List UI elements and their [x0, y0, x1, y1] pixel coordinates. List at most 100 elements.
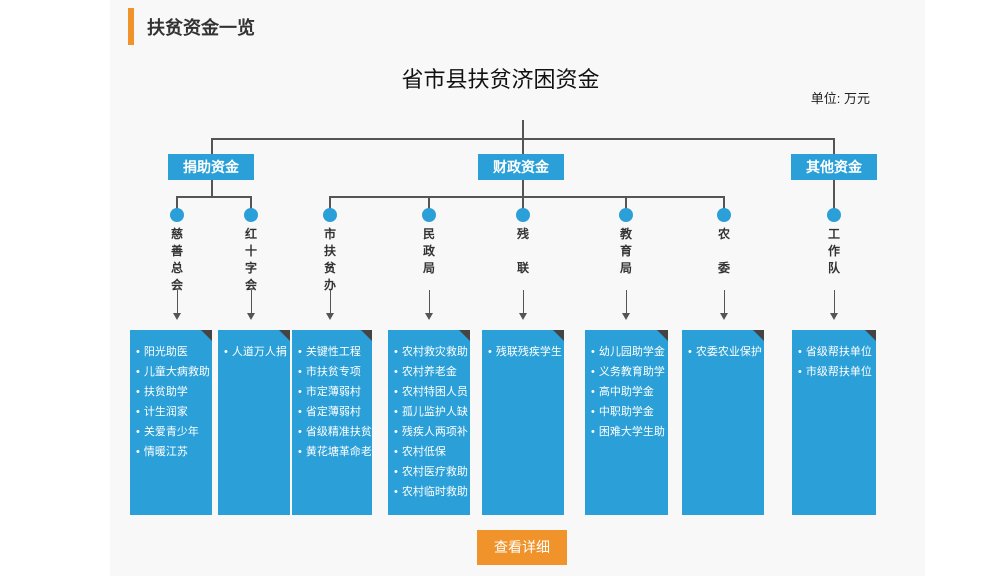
arrow-line: [626, 290, 627, 314]
header-accent-bar: [128, 8, 134, 45]
fund-list-box: 阳光助医儿童大病救助扶贫助学计生润家关爱青少年情暖江苏: [130, 330, 212, 515]
source-drop-line: [428, 196, 430, 210]
source-dot: [619, 208, 633, 222]
fund-list-box: 农委农业保护: [682, 330, 764, 515]
source-dot: [827, 208, 841, 222]
fund-list-box: 人道万人捐: [218, 330, 290, 515]
drop-fiscal: [522, 138, 524, 154]
arrow-line: [177, 290, 178, 314]
category-donation: 捐助资金: [168, 154, 254, 180]
arrow-head: [622, 313, 630, 320]
source-name: 工作队: [827, 227, 840, 275]
stem-fiscal: [522, 180, 524, 197]
fund-item: 农村救灾救助: [394, 342, 470, 362]
fund-item: 关键性工程: [298, 342, 372, 362]
source-dot: [717, 208, 731, 222]
fund-item: 幼儿园助学金: [591, 342, 668, 362]
fund-item: 困难大学生助: [591, 422, 668, 442]
corner-fold: [459, 330, 470, 341]
source-dot: [170, 208, 184, 222]
source-drop-line: [625, 196, 627, 210]
fund-item: 省定薄弱村: [298, 402, 372, 422]
fund-item: 市级帮扶单位: [798, 362, 876, 382]
source-drop-line: [176, 196, 178, 210]
fund-item: 省级精准扶贫: [298, 422, 372, 442]
fund-item: 扶贫助学: [136, 382, 212, 402]
source-drop-line: [833, 196, 835, 210]
source-name: 民政局: [422, 227, 435, 275]
fund-item: 市扶贫专项: [298, 362, 372, 382]
corner-fold: [361, 330, 372, 341]
arrow-head: [326, 313, 334, 320]
fund-list-box: 关键性工程市扶贫专项市定薄弱村省定薄弱村省级精准扶贫黄花塘革命老: [292, 330, 372, 515]
fund-item: 阳光助医: [136, 342, 212, 362]
fund-item: 关爱青少年: [136, 422, 212, 442]
fund-item: 残疾人两项补: [394, 422, 470, 442]
corner-fold: [553, 330, 564, 341]
source-name: 农 委: [717, 227, 730, 275]
fund-item: 农村低保: [394, 442, 470, 462]
arrow-head: [173, 313, 181, 320]
fund-item: 黄花塘革命老: [298, 442, 372, 462]
view-details-button[interactable]: 查看详细: [477, 530, 567, 565]
corner-fold: [279, 330, 290, 341]
corner-fold: [657, 330, 668, 341]
fund-item: 义务教育助学: [591, 362, 668, 382]
source-name: 慈善总会: [170, 227, 183, 292]
fund-item: 儿童大病救助: [136, 362, 212, 382]
fund-item: 计生润家: [136, 402, 212, 422]
fund-list-box: 省级帮扶单位市级帮扶单位: [792, 330, 876, 515]
arrow-head: [720, 313, 728, 320]
drop-donation: [211, 138, 213, 154]
arrow-line: [251, 290, 252, 314]
source-name: 红十字会: [244, 227, 257, 292]
corner-fold: [201, 330, 212, 341]
fund-item: 农委农业保护: [688, 342, 764, 362]
fund-item: 残联残疾学生: [488, 342, 564, 362]
fund-item: 农村养老金: [394, 362, 470, 382]
fund-item: 农村临时救助: [394, 482, 470, 502]
arrow-head: [247, 313, 255, 320]
fund-item: 省级帮扶单位: [798, 342, 876, 362]
source-drop-line: [723, 196, 725, 210]
fund-item: 孤儿监护人缺: [394, 402, 470, 422]
unit-label: 单位: 万元: [810, 91, 870, 106]
source-dot: [516, 208, 530, 222]
fund-item: 农村特困人员: [394, 382, 470, 402]
category-other: 其他资金: [791, 154, 877, 180]
fund-list-box: 残联残疾学生: [482, 330, 564, 515]
bus-donation: [176, 196, 251, 198]
fund-list-box: 幼儿园助学金义务教育助学高中助学金中职助学金困难大学生助: [585, 330, 668, 515]
root-stem: [522, 120, 524, 139]
corner-fold: [753, 330, 764, 341]
arrow-head: [519, 313, 527, 320]
stem-donation: [211, 180, 213, 197]
arrow-line: [834, 290, 835, 314]
source-dot: [244, 208, 258, 222]
arrow-line: [429, 290, 430, 314]
source-name: 残 联: [516, 227, 529, 275]
fund-item: 市定薄弱村: [298, 382, 372, 402]
source-drop-line: [250, 196, 252, 210]
corner-fold: [865, 330, 876, 341]
category-fiscal: 财政资金: [478, 154, 564, 180]
fund-list-box: 农村救灾救助农村养老金农村特困人员孤儿监护人缺残疾人两项补农村低保农村医疗救助农…: [388, 330, 470, 515]
arrow-head: [425, 313, 433, 320]
source-name: 教育局: [619, 227, 632, 275]
arrow-line: [523, 290, 524, 314]
source-dot: [422, 208, 436, 222]
source-name: 市扶贫办: [323, 227, 336, 292]
source-drop-line: [522, 196, 524, 210]
drop-other: [833, 138, 835, 154]
source-drop-line: [329, 196, 331, 210]
fund-item: 农村医疗救助: [394, 462, 470, 482]
section-title: 扶贫资金一览: [147, 18, 255, 38]
fund-item: 中职助学金: [591, 402, 668, 422]
fund-item: 情暖江苏: [136, 442, 212, 462]
arrow-line: [724, 290, 725, 314]
diagram-title: 省市县扶贫济困资金: [401, 67, 600, 92]
source-dot: [323, 208, 337, 222]
bus-fiscal: [329, 196, 723, 198]
stem-other: [833, 180, 835, 210]
arrow-head: [830, 313, 838, 320]
